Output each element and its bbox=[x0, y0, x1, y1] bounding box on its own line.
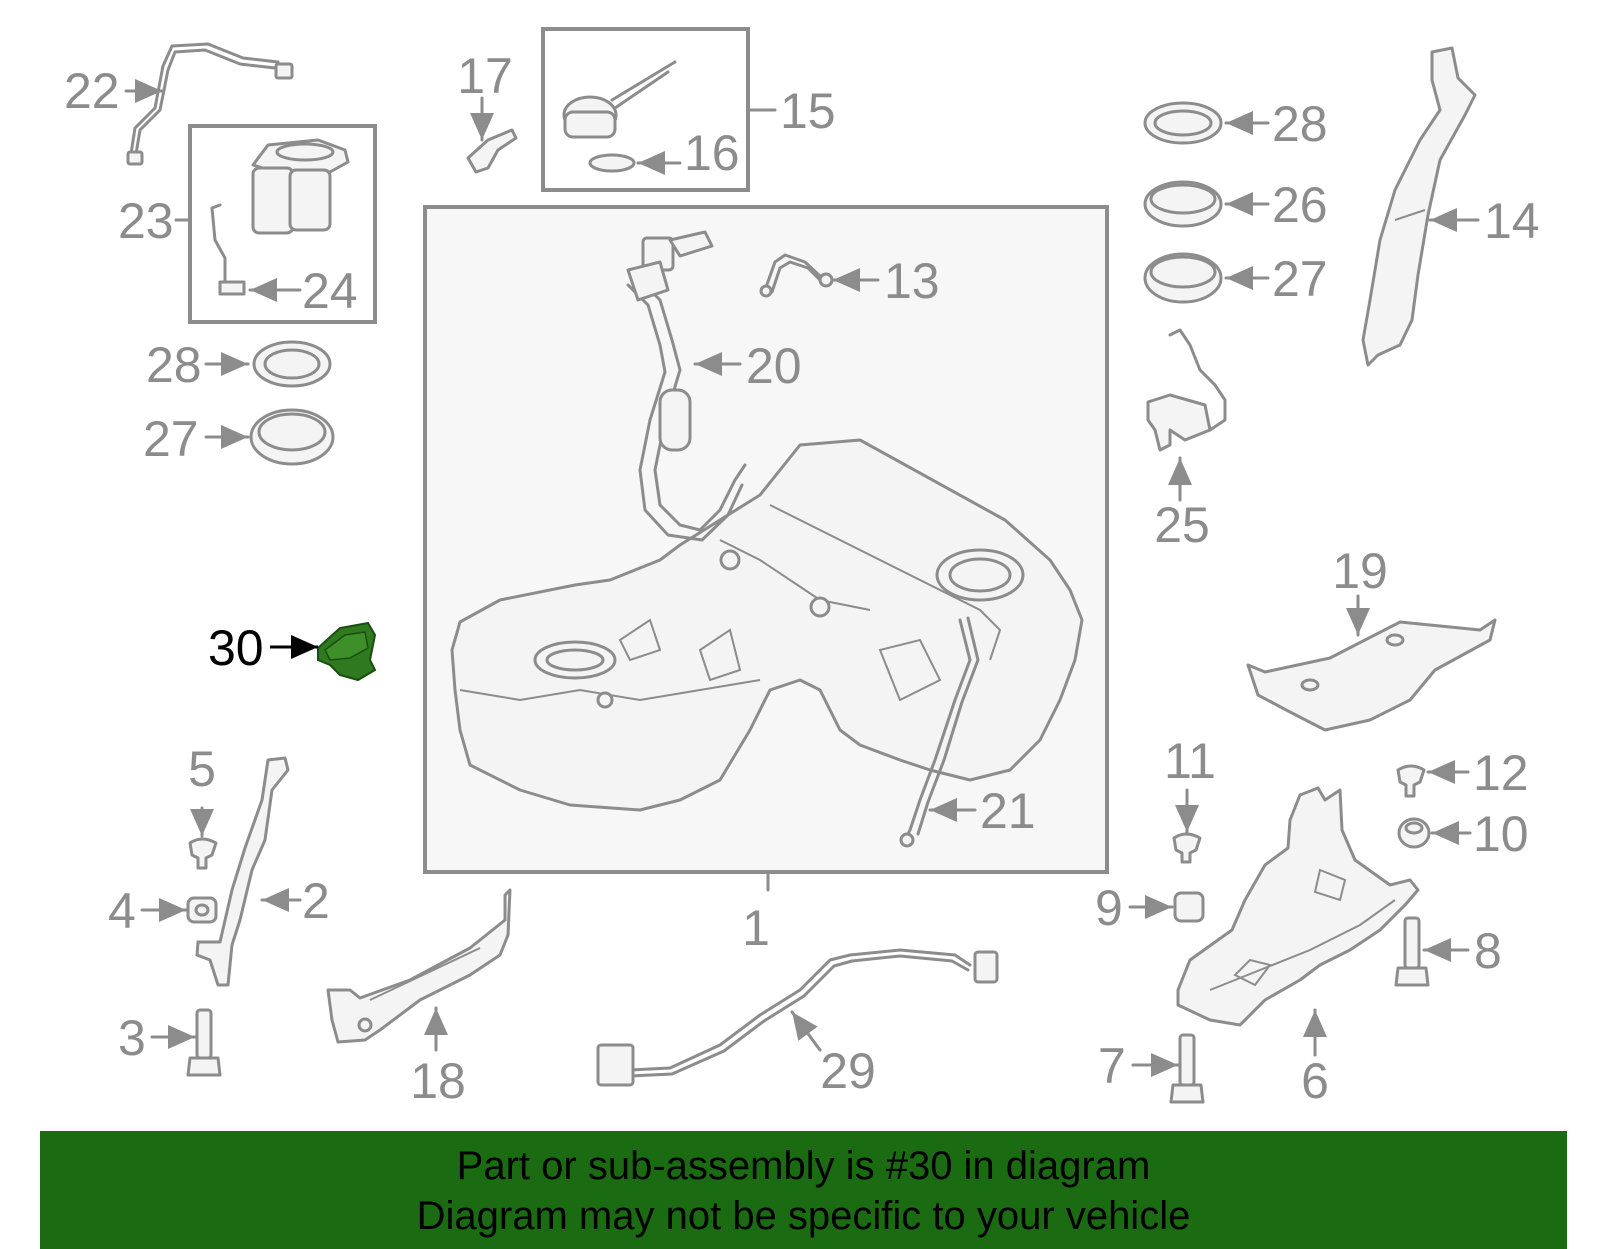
callout-20: 20 bbox=[746, 338, 802, 394]
part-10-nut bbox=[1397, 817, 1472, 849]
part-9-nut bbox=[1128, 891, 1205, 923]
callout-29: 29 bbox=[820, 1043, 876, 1099]
part-26-seal-ring bbox=[1143, 180, 1270, 228]
part-18-shield bbox=[326, 888, 512, 1052]
callout-18: 18 bbox=[410, 1053, 466, 1109]
callout-23: 23 bbox=[118, 193, 174, 249]
callout-27-right: 27 bbox=[1272, 251, 1328, 307]
callout-22: 22 bbox=[64, 63, 120, 119]
callout-19: 19 bbox=[1332, 543, 1388, 599]
callout-16: 16 bbox=[684, 125, 740, 181]
callout-17: 17 bbox=[457, 48, 513, 104]
callout-11: 11 bbox=[1164, 733, 1216, 789]
callout-12: 12 bbox=[1473, 745, 1529, 801]
callout-24: 24 bbox=[302, 263, 358, 319]
callout-4: 4 bbox=[108, 883, 136, 939]
part-28-lock-ring-right bbox=[1143, 101, 1270, 145]
callout-28-right: 28 bbox=[1272, 96, 1328, 152]
part-15-filler-cap-assembly bbox=[541, 27, 777, 192]
callout-9: 9 bbox=[1095, 880, 1123, 936]
part-6-underbody-shield bbox=[1176, 786, 1420, 1057]
callout-13: 13 bbox=[884, 253, 940, 309]
part-4-nut bbox=[140, 896, 218, 924]
part-17-clip bbox=[466, 96, 518, 174]
callout-10: 10 bbox=[1473, 806, 1529, 862]
callout-14: 14 bbox=[1484, 193, 1540, 249]
callout-8: 8 bbox=[1474, 923, 1502, 979]
callout-3: 3 bbox=[118, 1010, 146, 1066]
part-28-lock-ring-left bbox=[204, 340, 332, 388]
part-3-bolt bbox=[150, 1008, 222, 1077]
part-14-filler-bracket bbox=[1361, 46, 1480, 367]
callout-7: 7 bbox=[1098, 1038, 1126, 1094]
part-2-tank-strap bbox=[195, 756, 302, 987]
part-23-fuel-pump-assembly bbox=[174, 124, 377, 324]
part-29-wire-harness bbox=[596, 948, 999, 1087]
callout-6: 6 bbox=[1301, 1053, 1329, 1109]
callout-30-highlighted: 30 bbox=[208, 620, 264, 676]
footer-line-2: Diagram may not be specific to your vehi… bbox=[416, 1194, 1191, 1238]
part-5-bolt bbox=[188, 806, 218, 870]
part-12-bolt bbox=[1396, 760, 1470, 798]
part-25-level-sender bbox=[1146, 328, 1227, 502]
part-27-seal-ring-left bbox=[204, 408, 335, 466]
callout-26: 26 bbox=[1272, 177, 1328, 233]
part-27-seal-ring-right bbox=[1143, 252, 1270, 304]
part-22-fuel-line bbox=[124, 42, 294, 166]
part-7-bolt bbox=[1131, 1033, 1205, 1104]
part-8-bolt bbox=[1394, 916, 1470, 987]
callout-21: 21 bbox=[980, 783, 1036, 839]
callout-5: 5 bbox=[188, 741, 216, 797]
part-21-vent-line bbox=[899, 616, 980, 848]
part-11-bolt bbox=[1172, 788, 1202, 864]
part-1-fuel-tank bbox=[423, 205, 1109, 892]
part-19-heat-shield bbox=[1246, 594, 1497, 732]
callout-15: 15 bbox=[780, 83, 836, 139]
callout-28-left: 28 bbox=[146, 337, 202, 393]
part-20-filler-pipe bbox=[626, 230, 747, 542]
footer-line-1: Part or sub-assembly is #30 in diagram bbox=[456, 1144, 1151, 1188]
part-13-vent-line bbox=[759, 253, 880, 298]
callout-25: 25 bbox=[1154, 497, 1210, 553]
part-30-highlighted bbox=[270, 621, 377, 682]
callout-27-left: 27 bbox=[143, 411, 199, 467]
callout-2: 2 bbox=[302, 873, 330, 929]
callout-1: 1 bbox=[742, 900, 770, 956]
footer-banner: Part or sub-assembly is #30 in diagram D… bbox=[40, 1131, 1567, 1249]
